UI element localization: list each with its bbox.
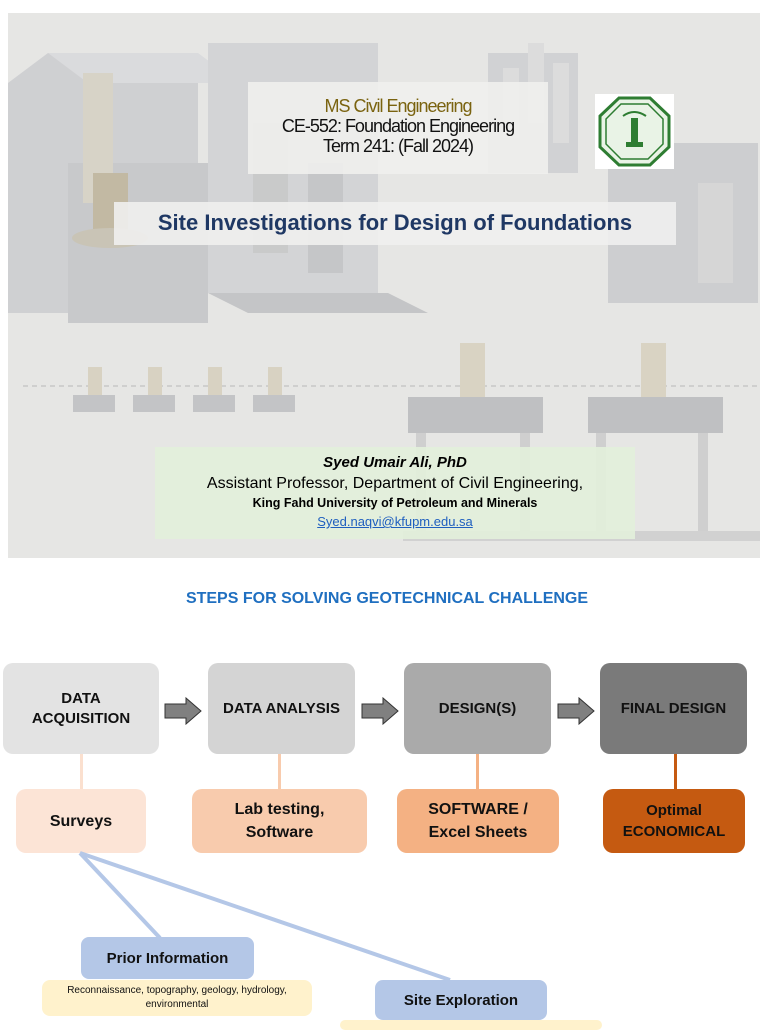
sub-label: Software (245, 824, 314, 841)
steps-heading: STEPS FOR SOLVING GEOTECHNICAL CHALLENGE (185, 590, 589, 607)
sub-software: SOFTWARE / Excel Sheets (397, 789, 559, 853)
sub-surveys: Surveys (16, 789, 146, 853)
university-logo (595, 94, 674, 169)
course-name: CE-552: Foundation Engineering (281, 116, 515, 136)
step-label: FINAL DESIGN (620, 699, 727, 717)
prior-details-box: Reconnaissance, topography, geology, hyd… (42, 980, 312, 1016)
step-data-analysis: DATA ANALYSIS (208, 663, 355, 754)
program-name: MS Civil Engineering (324, 96, 472, 116)
right-arrow-icon (557, 697, 595, 725)
prior-information-box: Prior Information (81, 937, 254, 979)
sub-label: Optimal (646, 802, 702, 819)
step-data-acquisition: DATA ACQUISITION (3, 663, 159, 754)
step-label: DESIGN(S) (438, 699, 517, 717)
author-position: Assistant Professor, Department of Civil… (206, 475, 584, 492)
sub-label: Surveys (49, 812, 113, 830)
connector-line (674, 754, 677, 789)
step-final-design: FINAL DESIGN (600, 663, 747, 754)
connector-line (80, 754, 83, 789)
survey-branch-lines (78, 851, 451, 982)
sub-lab-testing: Lab testing, Software (192, 789, 367, 853)
right-arrow-icon (361, 697, 399, 725)
course-header: MS Civil Engineering CE-552: Foundation … (248, 82, 548, 174)
sub-label: Excel Sheets (428, 824, 528, 841)
right-arrow-icon (164, 697, 202, 725)
connector-line (476, 754, 479, 789)
sub-label: ECONOMICAL (622, 823, 726, 840)
site-exploration-details-box (340, 1020, 602, 1030)
author-card: Syed Umair Ali, PhD Assistant Professor,… (155, 447, 635, 539)
author-university: King Fahd University of Petroleum and Mi… (252, 496, 538, 510)
sub-label: SOFTWARE / (428, 801, 528, 818)
sub-label: Lab testing, (234, 801, 325, 818)
step-label: DATA (61, 689, 101, 707)
step-label: DATA ANALYSIS (223, 699, 340, 717)
step-label: ACQUISITION (31, 709, 131, 727)
prior-details-text: Reconnaissance, topography, geology, hyd… (67, 985, 287, 1010)
site-exploration-box: Site Exploration (375, 980, 547, 1020)
author-email-link[interactable]: Syed.naqvi@kfupm.edu.sa (317, 514, 473, 529)
kfupm-seal-icon (595, 94, 674, 169)
term-label: Term 241: (Fall 2024) (322, 136, 474, 156)
step-designs: DESIGN(S) (404, 663, 551, 754)
slide-title: Site Investigations for Design of Founda… (114, 202, 676, 245)
author-name: Syed Umair Ali, PhD (323, 454, 467, 471)
connector-line (278, 754, 281, 789)
